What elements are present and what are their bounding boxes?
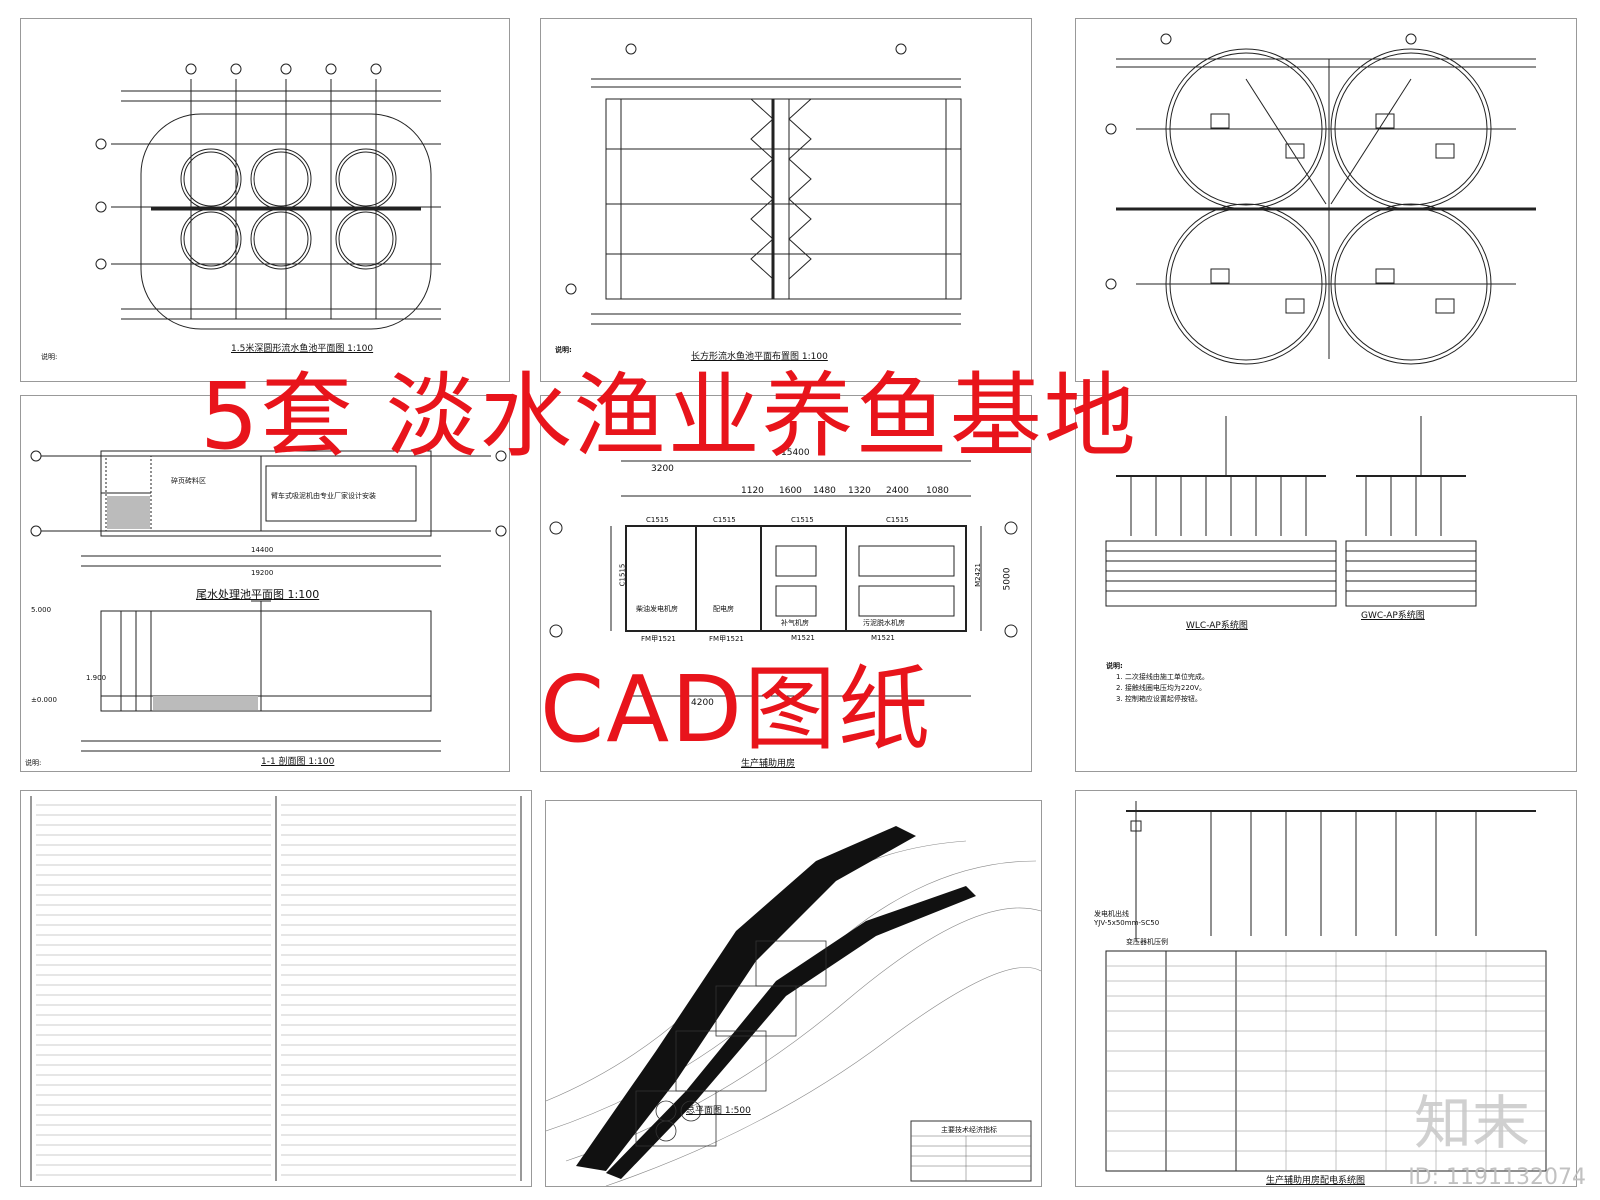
transformer-label: 变压器机压例 xyxy=(1126,938,1168,946)
four-ponds-drawing xyxy=(1105,33,1536,365)
aux-room-1: 柴油发电机房 xyxy=(636,605,678,613)
design-notes-lines xyxy=(30,796,522,1181)
headline-line-1: 5套 淡水渔业养鱼基地 xyxy=(200,363,1138,470)
electrical-diagram-drawing xyxy=(1105,416,1477,607)
aux-dim-bottom: 4200 xyxy=(691,698,714,708)
site-plan-table-title: 主要技术经济指标 xyxy=(941,1126,997,1134)
site-plan-drawing xyxy=(546,826,1041,1186)
power-distribution-title: 生产辅助用房配电系统图 xyxy=(1266,1176,1366,1186)
aux-building-drawing xyxy=(549,460,1018,697)
aux-room-2: 配电房 xyxy=(713,605,734,613)
drawing-panel-tailwater: 碎页砖料区 臂车式吸泥机由专业厂家设计安装 14400 19200 尾水处理池平… xyxy=(20,395,510,772)
site-plan-title: 总平面图 1:500 xyxy=(686,1106,751,1116)
aux-dim-height: 5000 xyxy=(1002,567,1013,591)
drawing-panel-design-notes xyxy=(20,790,532,1187)
electrical-note-3: 3. 控制箱应设置起停按钮。 xyxy=(1116,695,1202,703)
drawing-panel-circular-ponds: 1.5米深圆形流水鱼池平面图 1:100 说明: xyxy=(20,18,510,382)
tailwater-level-zero: ±0.000 xyxy=(31,696,57,704)
tailwater-total-dimension: 19200 xyxy=(251,569,274,577)
aux-window-4: C1515 xyxy=(886,516,909,524)
aux-door-2: FM甲1521 xyxy=(709,635,744,643)
aux-dim-2: 1120 xyxy=(741,486,764,496)
aux-window-1: C1515 xyxy=(646,516,669,524)
rectangular-ponds-title: 长方形流水鱼池平面布置图 1:100 xyxy=(691,352,828,362)
drawing-panel-electrical: WLC-AP系统图 GWC-AP系统图 说明: 1. 二次接线由施工单位完成。 … xyxy=(1075,395,1577,772)
drawing-panel-rectangular-ponds: 说明: 长方形流水鱼池平面布置图 1:100 xyxy=(540,18,1032,382)
tailwater-equipment-label: 臂车式吸泥机由专业厂家设计安装 xyxy=(271,492,376,500)
wlc-diagram-title: WLC-AP系统图 xyxy=(1186,621,1248,631)
aux-room-3: 补气机房 xyxy=(781,619,809,627)
electrical-note-label: 说明: xyxy=(1106,662,1123,670)
power-distribution-drawing xyxy=(1105,801,1547,1172)
aux-window-2: C1515 xyxy=(713,516,736,524)
aux-building-title: 生产辅助用房 xyxy=(741,759,796,769)
rectangular-ponds-note-label: 说明: xyxy=(555,346,572,354)
tailwater-inner-dimension: 14400 xyxy=(251,546,274,554)
circular-ponds-drawing xyxy=(95,63,441,330)
aux-side-door: M2421 xyxy=(973,563,982,587)
drawing-panel-four-ponds xyxy=(1075,18,1577,382)
tailwater-section-title: 1-1 剖面图 1:100 xyxy=(261,757,335,767)
tailwater-drawing xyxy=(30,450,507,752)
drawing-panel-power-distribution: 发电机出线 YJV-5x50mm-SC50 变压器机压例 生产辅助用房配电系统图 xyxy=(1075,790,1577,1187)
tailwater-level-top: 5.000 xyxy=(31,606,52,614)
electrical-note-2: 2. 接触线圈电压均为220V。 xyxy=(1116,684,1207,692)
tailwater-level-mid: 1.900 xyxy=(86,674,107,682)
circular-ponds-note-label: 说明: xyxy=(41,353,58,361)
circular-ponds-title: 1.5米深圆形流水鱼池平面图 1:100 xyxy=(231,344,374,354)
aux-door-3: M1521 xyxy=(791,634,815,642)
headline-line-2: CAD图纸 xyxy=(540,656,933,763)
rectangular-ponds-drawing xyxy=(565,43,962,325)
gwc-diagram-title: GWC-AP系统图 xyxy=(1361,611,1425,621)
electrical-note-1: 1. 二次接线由施工单位完成。 xyxy=(1116,673,1209,681)
generator-outlet-label: 发电机出线 xyxy=(1094,910,1129,918)
aux-window-3: C1515 xyxy=(791,516,814,524)
aux-dim-7: 1080 xyxy=(926,486,949,496)
generator-cable-label: YJV-5x50mm-SC50 xyxy=(1094,919,1160,927)
tailwater-plan-title: 尾水处理池平面图 1:100 xyxy=(196,588,320,601)
aux-dim-3: 1600 xyxy=(779,486,802,496)
drawing-panel-site-plan: 主要技术经济指标 总平面图 1:500 xyxy=(545,800,1042,1187)
watermark-id: ID: 1191132074 xyxy=(1408,1165,1586,1190)
drawing-panel-aux-building: 15400 3200 1120 1600 1480 1320 2400 1080… xyxy=(540,395,1032,772)
aux-dim-4: 1480 xyxy=(813,486,836,496)
aux-side-window: C1515 xyxy=(618,563,627,587)
aux-dim-5: 1320 xyxy=(848,486,871,496)
watermark-logo: 知末 xyxy=(1413,1089,1530,1157)
aux-dim-total: 15400 xyxy=(781,448,810,458)
aux-door-4: M1521 xyxy=(871,634,895,642)
tailwater-note-label: 说明: xyxy=(25,759,42,767)
tailwater-area-label: 碎页砖料区 xyxy=(171,477,206,485)
aux-dim-6: 2400 xyxy=(886,486,909,496)
aux-room-4: 污泥脱水机房 xyxy=(863,619,905,627)
aux-dim-1: 3200 xyxy=(651,464,674,474)
aux-door-1: FM甲1521 xyxy=(641,635,676,643)
